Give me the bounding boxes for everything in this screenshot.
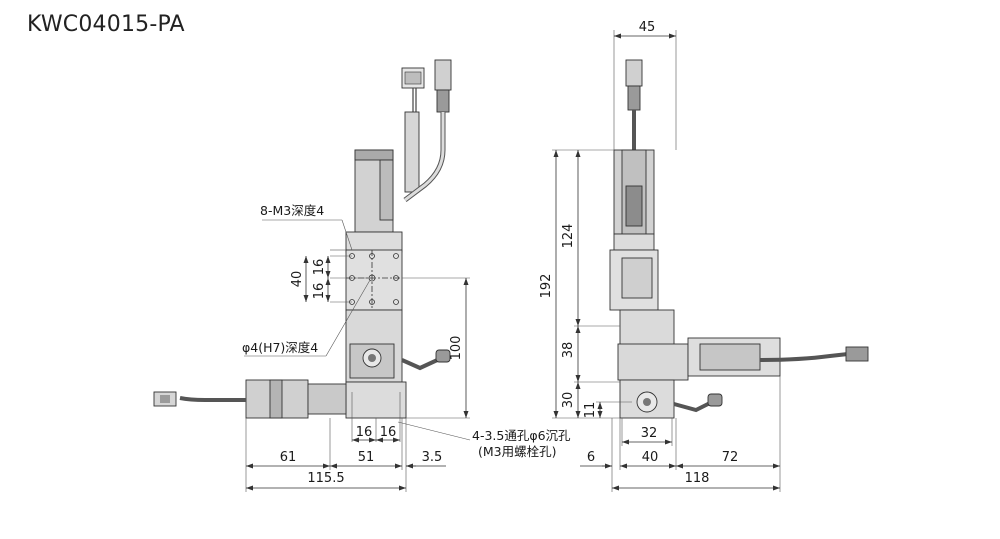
- dim-61: 61: [280, 450, 297, 465]
- side-view: 45 192 124 38 30 11 32 6 40 72 1: [539, 20, 869, 492]
- drawing-title: KWC04015-PA: [27, 12, 185, 37]
- note-bolt-holes: (M3用螺栓孔): [478, 444, 557, 459]
- dim-11: 11: [583, 402, 598, 419]
- front-view: 40 16 16 100 8-M3深度4 φ4(H7)深度4 4-3.5通孔φ6…: [153, 59, 571, 492]
- dim-16-lower: 16: [312, 283, 327, 300]
- dim-40-front: 40: [290, 271, 305, 288]
- dim-118: 118: [685, 471, 710, 486]
- dim-115-5: 115.5: [307, 471, 344, 486]
- note-m3-holes: 8-M3深度4: [260, 203, 324, 218]
- side-stage: [617, 343, 689, 381]
- note-phi4-hole: φ4(H7)深度4: [242, 340, 318, 355]
- dim-38: 38: [561, 342, 576, 359]
- dim-192: 192: [539, 274, 554, 299]
- dim-32: 32: [641, 426, 658, 441]
- note-through-holes: 4-3.5通孔φ6沉孔: [472, 428, 571, 443]
- dim-3-5: 3.5: [422, 450, 443, 465]
- dim-6: 6: [587, 450, 595, 465]
- side-cable-assembly: [625, 59, 643, 150]
- dim-51: 51: [358, 450, 375, 465]
- dim-30: 30: [561, 392, 576, 409]
- dim-40-side: 40: [642, 450, 659, 465]
- dim-16-base-left: 16: [356, 425, 373, 440]
- dim-16-upper: 16: [312, 259, 327, 276]
- dim-16-base-right: 16: [380, 425, 397, 440]
- dim-45: 45: [639, 20, 656, 35]
- dim-100: 100: [449, 336, 464, 361]
- dim-124: 124: [561, 224, 576, 249]
- front-cable-assembly: [401, 59, 452, 202]
- side-column: [619, 309, 675, 351]
- base-block: [345, 381, 407, 419]
- dim-72: 72: [722, 450, 739, 465]
